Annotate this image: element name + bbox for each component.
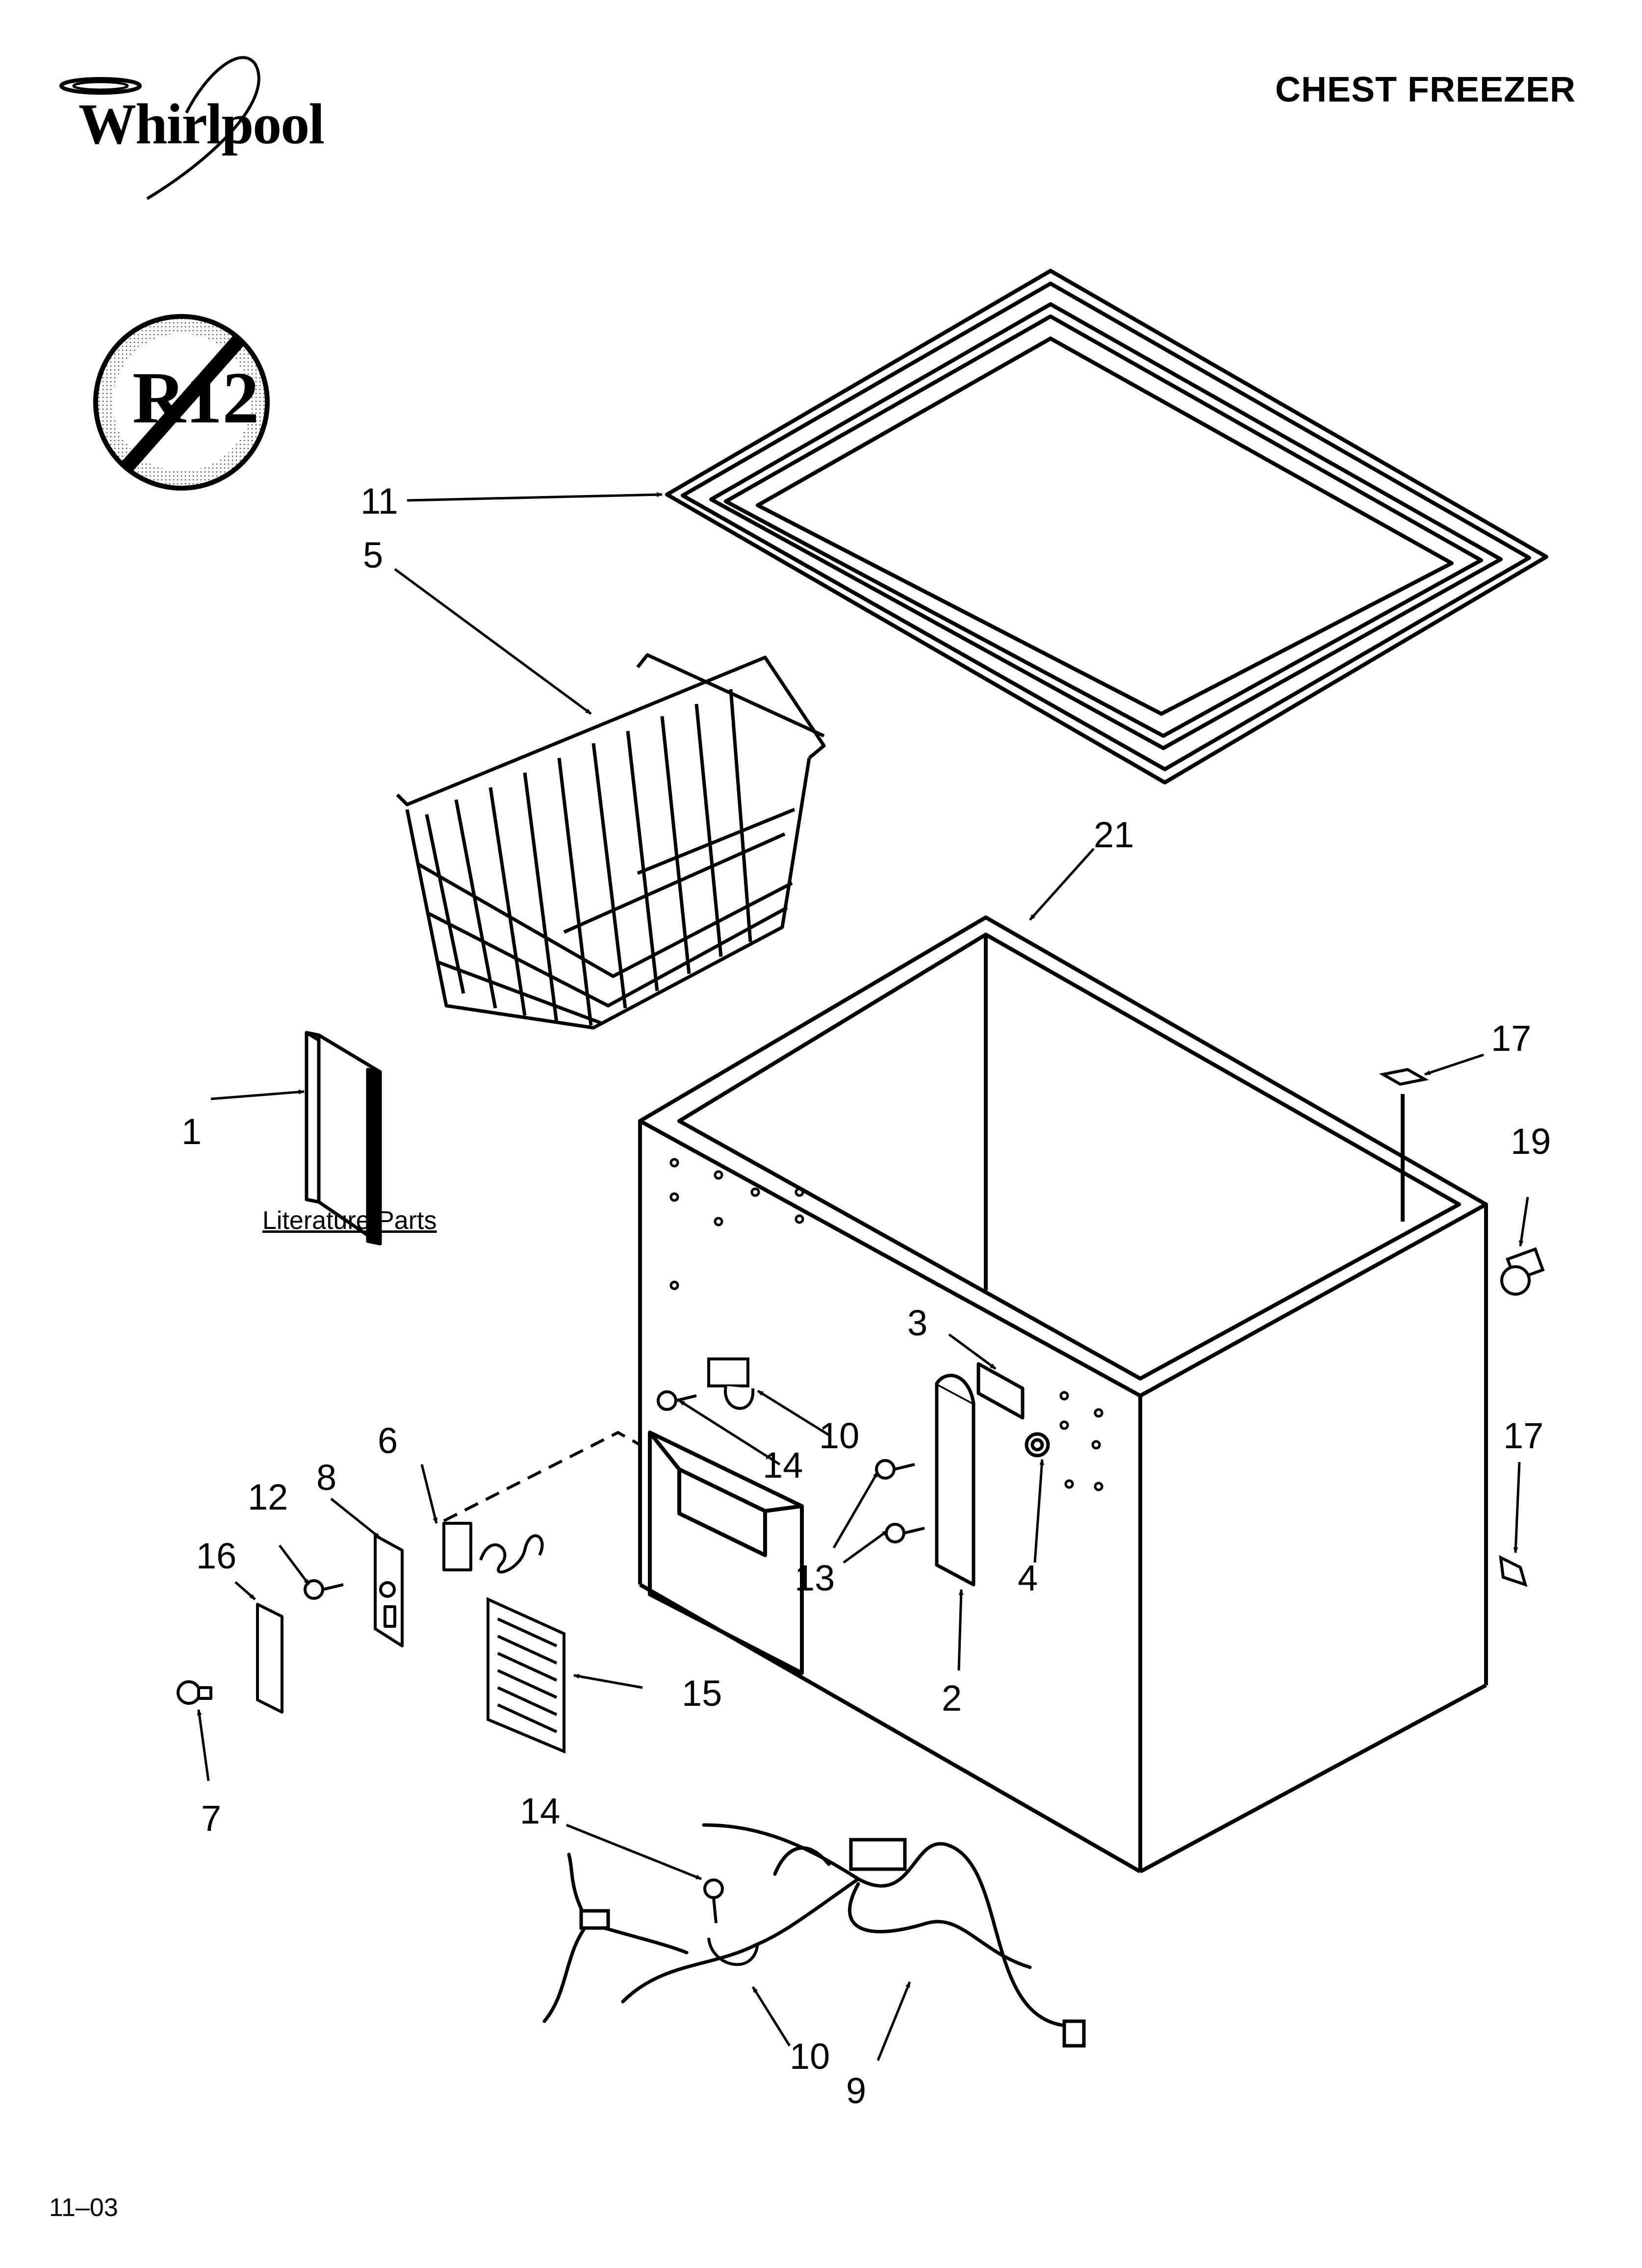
callout-c2: 2 <box>942 1678 962 1719</box>
callout-c16: 16 <box>196 1536 237 1576</box>
page-title: CHEST FREEZER <box>1275 70 1576 109</box>
callout-c17b: 17 <box>1503 1415 1544 1456</box>
callout-c15: 15 <box>682 1673 722 1714</box>
whirlpool-logo-icon <box>59 56 260 200</box>
wire-harness-part <box>542 1823 1086 2048</box>
callout-c3: 3 <box>907 1303 928 1343</box>
callout-c17a: 17 <box>1491 1018 1532 1059</box>
callout-c19: 19 <box>1511 1121 1551 1162</box>
callout-c11: 11 <box>360 481 398 521</box>
screw-parts <box>304 1390 925 1924</box>
callout-c7: 7 <box>201 1798 222 1839</box>
callout-c10b: 10 <box>790 2036 830 2077</box>
callout-c14b: 14 <box>520 1791 561 1831</box>
callout-c13: 13 <box>795 1558 835 1598</box>
grille-part <box>487 1597 565 1754</box>
callout-c4: 4 <box>1018 1558 1038 1598</box>
literature-parts-label: Literature Parts <box>262 1206 437 1235</box>
callout-c14a: 14 <box>763 1445 803 1486</box>
wire-basket-part <box>396 653 826 1030</box>
thermostat-leader-dashed <box>443 1431 641 1522</box>
small-parts <box>1379 1068 1545 1587</box>
brand-logo-text: Whirlpool <box>78 92 325 156</box>
clamp-parts <box>707 1357 759 1966</box>
literature-parts-book <box>305 1031 382 1246</box>
callout-c9: 9 <box>846 2070 867 2111</box>
callout-c5: 5 <box>363 535 384 575</box>
callout-leader-lines <box>197 492 1529 2061</box>
callout-c1: 1 <box>181 1111 202 1152</box>
cabinet-part <box>638 915 1488 1874</box>
no-r12-badge-icon <box>93 314 270 491</box>
callout-c8: 8 <box>316 1457 337 1498</box>
callout-c10a: 10 <box>819 1415 860 1456</box>
revision-code: 11–03 <box>49 2193 118 2222</box>
callout-c12: 12 <box>248 1477 288 1517</box>
hinge-part <box>935 1362 1050 1587</box>
control-parts <box>177 1522 544 1714</box>
cabinet-holes <box>669 1158 1103 1491</box>
callout-c6: 6 <box>378 1420 398 1461</box>
lid-gasket-part <box>665 269 1548 784</box>
callout-c21: 21 <box>1094 814 1134 855</box>
r12-badge-text: R12 <box>132 357 259 439</box>
